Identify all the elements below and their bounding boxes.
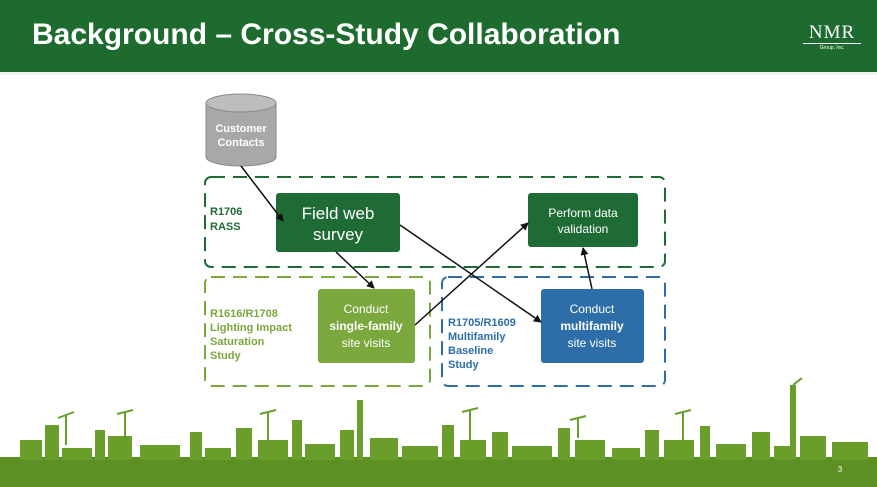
multifamily-label-line4: Study	[448, 359, 479, 371]
validation-line2: validation	[558, 222, 609, 236]
header-bar: Background – Cross-Study Collaboration N…	[0, 0, 877, 75]
arrow-survey-to-single-family	[335, 251, 375, 289]
database-label-line2: Contacts	[217, 137, 264, 149]
logo-subtext: Group, Inc.	[819, 45, 845, 51]
single-family-site-visits-box: Conduct single-family site visits	[318, 289, 415, 363]
slide-title: Background – Cross-Study Collaboration	[32, 18, 621, 51]
arrow-multifamily-to-validation	[580, 247, 593, 290]
field-survey-line2: survey	[313, 225, 364, 244]
nmr-logo: NMR Group, Inc.	[803, 22, 861, 51]
slide-number: 3	[837, 465, 843, 474]
field-web-survey-box: Field web survey	[276, 193, 400, 252]
perform-data-validation-box: Perform data validation	[528, 193, 638, 247]
logo-letters: NMR	[808, 22, 856, 43]
multifamily-site-visits-box: Conduct multifamily site visits	[541, 289, 644, 363]
rass-label-line2: RASS	[210, 221, 241, 233]
rass-label-line1: R1706	[210, 206, 242, 218]
arrow-single-family-to-validation	[414, 222, 529, 326]
multifamily-label-line2: Multifamily	[448, 331, 506, 343]
lighting-label-line2: Lighting Impact	[210, 322, 292, 334]
lighting-label-line1: R1616/R1708	[210, 308, 278, 320]
multifamily-label-line1: R1705/R1609	[448, 317, 516, 329]
multifamily-label-line3: Baseline	[448, 345, 493, 357]
lighting-label-line4: Study	[210, 350, 241, 362]
customer-contacts-database: Customer Contacts	[205, 93, 277, 167]
multifamily-line1: Conduct	[570, 302, 615, 316]
lighting-label-line3: Saturation	[210, 336, 265, 348]
city-skyline-decoration	[0, 377, 877, 487]
database-label-line1: Customer	[215, 123, 267, 135]
multifamily-line3: site visits	[568, 336, 617, 350]
single-family-line1: Conduct	[344, 302, 389, 316]
arrow-contacts-to-survey	[240, 165, 284, 222]
field-survey-line1: Field web	[302, 204, 375, 223]
multifamily-line2: multifamily	[560, 319, 624, 333]
single-family-line3: site visits	[342, 336, 391, 350]
validation-line1: Perform data	[548, 206, 618, 220]
single-family-line2: single-family	[329, 319, 403, 333]
rass-group-border	[204, 176, 666, 268]
lighting-group-border	[204, 276, 431, 387]
multifamily-group-border	[441, 276, 666, 387]
arrow-survey-to-multifamily	[399, 224, 542, 323]
